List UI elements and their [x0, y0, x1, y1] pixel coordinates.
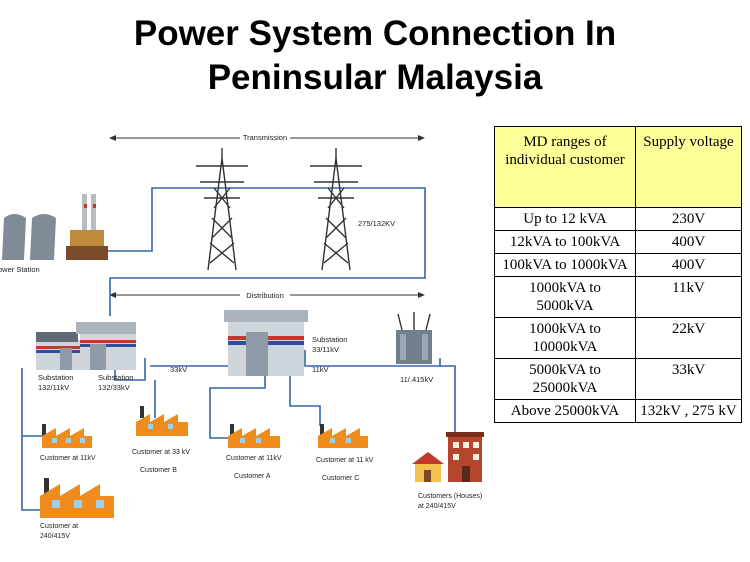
md-range-cell: 1000kVA to 5000kVA [494, 276, 636, 318]
title-line-1: Power System Connection In [133, 14, 617, 53]
customer-11kv-label: Customer at 11kV [40, 455, 96, 462]
apartment-icon [446, 432, 484, 482]
title-line-2: Peninsular Malaysia [207, 58, 543, 97]
house-icon [412, 452, 444, 482]
table-row: 100kVA to 1000kVA 400V [494, 253, 742, 277]
table-row: Up to 12 kVA 230V [494, 207, 742, 231]
customer-240-label: Customer at [40, 523, 78, 530]
substation-icon [224, 310, 308, 376]
customer-c-voltage: Customer at 11 kV [316, 457, 374, 464]
transformer-label: 11/.415kV [400, 375, 433, 384]
customer-240-voltage: 240/415V [40, 533, 70, 540]
customers-houses-voltage: at 240/415V [418, 503, 456, 510]
md-range-cell: 5000kVA to 25000kVA [494, 358, 636, 400]
supply-voltage-cell: 22kV [635, 317, 742, 359]
substation-2-voltage: 132/33kV [98, 383, 130, 392]
substation-2-label: Substation [98, 373, 133, 382]
transmission-tower-icon [196, 148, 248, 271]
customer-b-label: Customer B [140, 467, 177, 474]
customer-a-voltage: Customer at 11kV [226, 455, 282, 462]
supply-voltage-cell: 11kV [635, 276, 742, 318]
md-range-cell: Above 25000kVA [494, 399, 636, 423]
distribution-arrow: Distribution [109, 291, 425, 300]
factory-icon [136, 406, 188, 436]
table-row: 1000kVA to 5000kVA 11kV [494, 276, 742, 318]
md-range-table: MD ranges of individual customer Supply … [494, 126, 742, 423]
md-range-cell: 12kVA to 100kVA [494, 230, 636, 254]
transmission-label: Transmission [243, 133, 287, 142]
transmission-arrow: Transmission [109, 133, 425, 142]
substation-3-voltage: 33/11kV [312, 345, 339, 354]
table-row: 1000kVA to 10000kVA 22kV [494, 317, 742, 359]
power-system-diagram: Transmission Distribution 275/132KV [0, 133, 484, 540]
md-range-cell: Up to 12 kVA [494, 207, 636, 231]
factory-icon [228, 424, 280, 448]
customer-a-label: Customer A [234, 473, 271, 480]
supply-voltage-cell: 400V [635, 230, 742, 254]
tower-voltage-label: 275/132KV [358, 219, 395, 228]
customer-c-label: Customer C [322, 475, 359, 482]
substation-1-voltage: 132/11kV [38, 383, 69, 392]
supply-voltage-cell: 132kV , 275 kV [635, 399, 742, 423]
power-station-label: ower Station [0, 265, 40, 274]
transmission-tower-icon [310, 148, 362, 271]
md-range-cell: 1000kVA to 10000kVA [494, 317, 636, 359]
customer-b-voltage: Customer at 33 kV [132, 449, 190, 456]
line-33kv-label: 33kV [170, 365, 187, 374]
factory-icon [40, 478, 114, 518]
md-range-cell: 100kVA to 1000kVA [494, 253, 636, 277]
table-row: Above 25000kVA 132kV , 275 kV [494, 399, 742, 423]
factory-icon [318, 424, 368, 448]
table-header-row: MD ranges of individual customer Supply … [494, 126, 742, 208]
supply-voltage-cell: 230V [635, 207, 742, 231]
factory-icon [42, 424, 92, 448]
distribution-label: Distribution [246, 291, 284, 300]
header-md-ranges: MD ranges of individual customer [494, 126, 636, 208]
substation-icon [36, 332, 86, 370]
table-row: 12kVA to 100kVA 400V [494, 230, 742, 254]
power-station-icon [2, 194, 108, 260]
supply-voltage-cell: 400V [635, 253, 742, 277]
substation-1-label: Substation [38, 373, 73, 382]
substation-3-label: Substation [312, 335, 347, 344]
substation-icon [76, 322, 136, 370]
table-row: 5000kVA to 25000kVA 33kV [494, 358, 742, 400]
supply-voltage-cell: 33kV [635, 358, 742, 400]
transformer-icon [396, 312, 432, 364]
header-supply-voltage: Supply voltage [635, 126, 742, 208]
page-title: Power System Connection In Peninsular Ma… [0, 12, 750, 100]
customers-houses-label: Customers (Houses) [418, 493, 482, 500]
line-11kv-label: 11kV [312, 365, 329, 374]
